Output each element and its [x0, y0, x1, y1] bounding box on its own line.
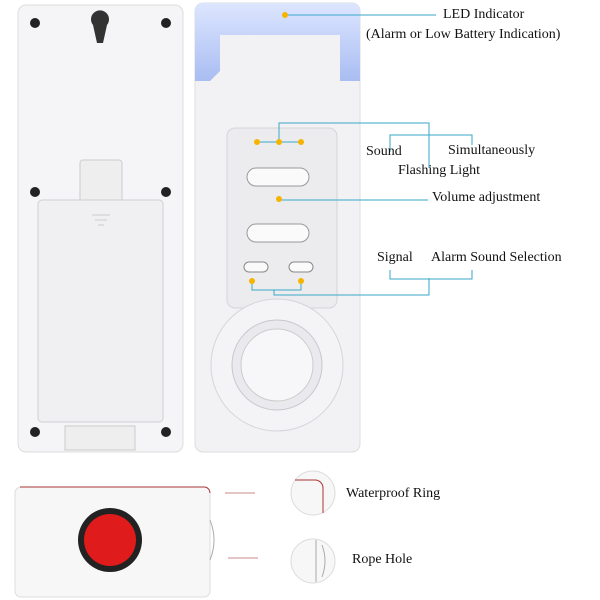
leader-lines: [251, 14, 473, 296]
waterproof-ring-detail: [290, 470, 336, 516]
rope-loop: [209, 519, 215, 561]
signal-button: [243, 261, 269, 273]
pendant-button: [14, 470, 336, 598]
signal-label: Signal: [377, 250, 413, 265]
waterproof-ring-label: Waterproof Ring: [346, 486, 441, 501]
volume-slider: [246, 223, 310, 243]
receiver-back: [17, 4, 184, 453]
indicator-dots: [249, 12, 304, 284]
stand-clip: [79, 159, 123, 206]
flashing-light-label: Flashing Light: [398, 163, 481, 178]
alarm-sound-selection-label: Alarm Sound Selection: [431, 250, 562, 265]
sound-label: Sound: [366, 144, 402, 159]
wall-hook-hole: [91, 10, 109, 43]
mode-slider: [246, 167, 310, 187]
rope-hole-label: Rope Hole: [352, 552, 413, 567]
battery-cover: [37, 199, 164, 423]
rope-hole-detail: [290, 538, 336, 584]
control-panel: [226, 127, 338, 309]
led-indicator-glow: [195, 3, 360, 81]
volume-label: Volume adjustment: [432, 190, 541, 205]
led-indicator-label: LED Indicator: [443, 7, 525, 22]
led-indicator-sublabel: (Alarm or Low Battery Indication): [366, 27, 561, 42]
simultaneously-label: Simultaneously: [448, 143, 536, 158]
alarm-sound-button: [288, 261, 314, 273]
receiver-front: [194, 2, 361, 453]
